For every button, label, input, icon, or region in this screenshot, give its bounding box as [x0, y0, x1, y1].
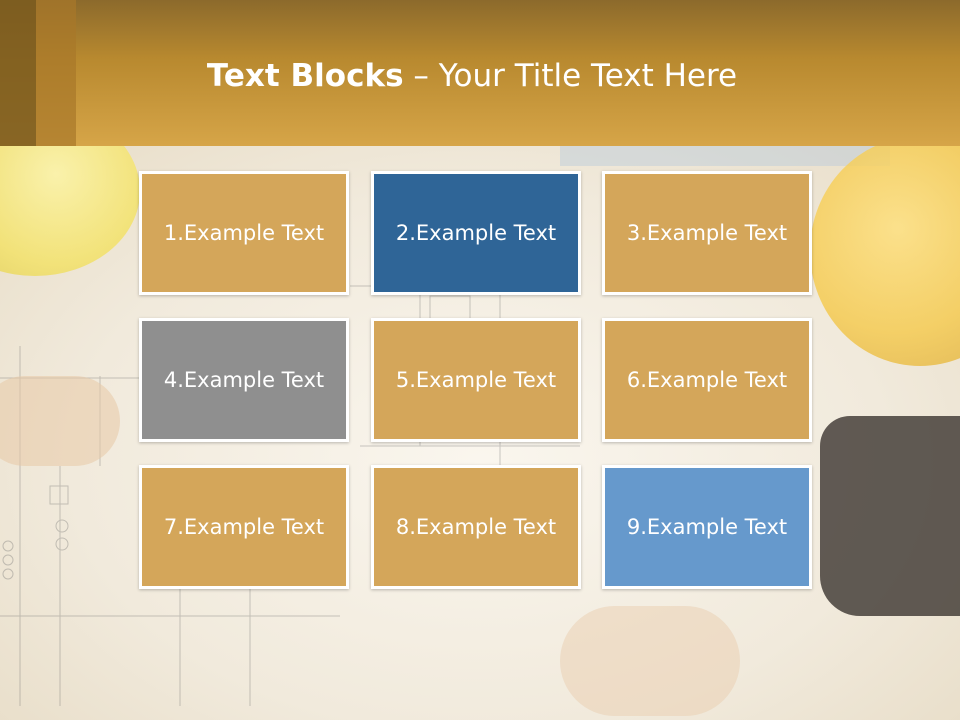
hand-left: [0, 376, 120, 466]
text-block-label: 2.Example Text: [395, 221, 557, 245]
text-block-9[interactable]: 9.Example Text: [602, 465, 812, 589]
title-rest: Your Title Text Here: [438, 58, 738, 94]
text-block-label: 6.Example Text: [626, 368, 788, 392]
text-block-5[interactable]: 5.Example Text: [371, 318, 581, 442]
text-block-label: 9.Example Text: [626, 515, 788, 539]
shirt-shape: [560, 146, 890, 166]
sleeve-shape: [820, 416, 960, 616]
text-block-label: 8.Example Text: [395, 515, 557, 539]
text-block-label: 1.Example Text: [163, 221, 325, 245]
text-block-1[interactable]: 1.Example Text: [139, 171, 349, 295]
text-block-7[interactable]: 7.Example Text: [139, 465, 349, 589]
text-block-6[interactable]: 6.Example Text: [602, 318, 812, 442]
text-block-2[interactable]: 2.Example Text: [371, 171, 581, 295]
header-accent-stripe: [0, 0, 36, 146]
text-block-label: 5.Example Text: [395, 368, 557, 392]
header-band: Text Blocks – Your Title Text Here: [0, 0, 960, 146]
hand-bottom: [560, 606, 740, 716]
text-block-label: 3.Example Text: [626, 221, 788, 245]
title-separator: –: [403, 58, 439, 94]
text-block-label: 7.Example Text: [163, 515, 325, 539]
text-block-8[interactable]: 8.Example Text: [371, 465, 581, 589]
header-accent-stripe-light: [36, 0, 76, 146]
title-bold: Text Blocks: [206, 58, 404, 94]
text-block-label: 4.Example Text: [163, 368, 325, 392]
page-title: Text Blocks – Your Title Text Here: [0, 54, 944, 98]
text-block-3[interactable]: 3.Example Text: [602, 171, 812, 295]
text-block-4[interactable]: 4.Example Text: [139, 318, 349, 442]
